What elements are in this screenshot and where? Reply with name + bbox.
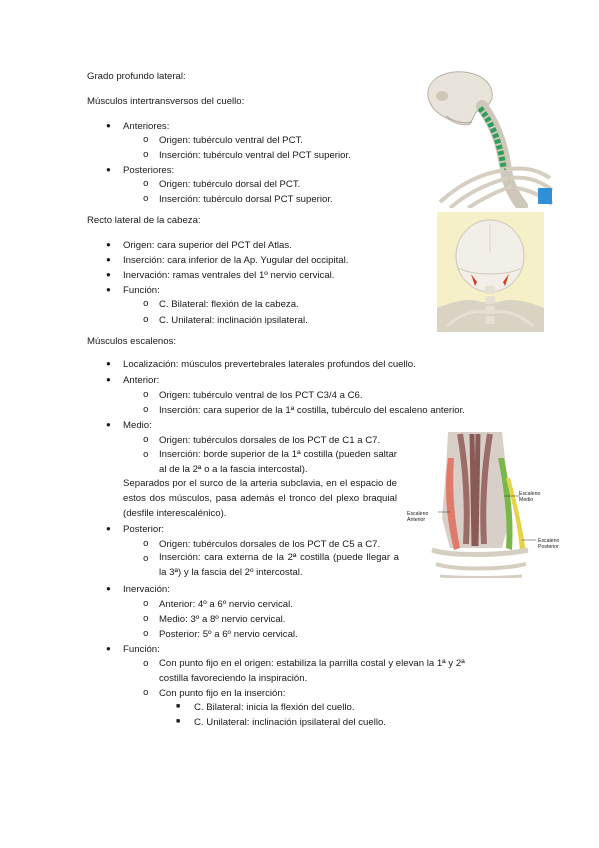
anteriores-origen: Origen: tubérculo ventral del PCT.	[159, 135, 303, 146]
inervacion-medio: Medio: 3º a 8º nervio cervical.	[159, 614, 286, 625]
bullet-marker: ●	[106, 420, 111, 429]
circle-marker: o	[143, 179, 149, 189]
inervacion-anterior: Anterior: 4º a 6º nervio cervical.	[159, 599, 293, 610]
recto-funcion: Función:	[123, 285, 160, 296]
circle-marker: o	[143, 194, 149, 204]
anteriores-label: Anteriores:	[123, 121, 170, 132]
medio-origen: Origen: tubérculos dorsales de los PCT d…	[159, 435, 381, 446]
medio-nota: Separados por el surco de la arteria sub…	[123, 478, 397, 519]
circle-marker: o	[143, 539, 149, 549]
bullet-marker: ●	[106, 270, 111, 279]
posteriores-insercion: Inserción: tubérculo dorsal PCT superior…	[159, 194, 333, 205]
bullet-marker: ●	[106, 240, 111, 249]
anterior-label: Anterior:	[123, 375, 160, 386]
figure-skull-posterior	[437, 212, 544, 332]
circle-marker: o	[143, 450, 149, 460]
funcion-unilateral: C. Unilateral: inclinación ipsilateral d…	[194, 717, 386, 728]
bullet-marker: ●	[106, 285, 111, 294]
circle-marker: o	[143, 135, 149, 145]
label-escaleno-posterior: Escaleno Posterior	[538, 538, 560, 550]
escalenos-title: Músculos escalenos:	[87, 336, 177, 347]
medio-label: Medio:	[123, 420, 152, 431]
section-heading: Grado profundo lateral:	[87, 71, 186, 82]
posteriores-origen: Origen: tubérculo dorsal del PCT.	[159, 179, 301, 190]
bullet-marker: ●	[106, 121, 111, 130]
circle-marker: o	[143, 435, 149, 445]
square-marker: ■	[176, 718, 181, 725]
recto-unilateral: C. Unilateral: inclinación ipsilateral.	[159, 315, 308, 326]
circle-marker: o	[143, 614, 149, 624]
posterior-insercion: Inserción: cara externa de la 2ª costill…	[159, 552, 399, 578]
circle-marker: o	[143, 688, 149, 698]
bullet-marker: ●	[106, 644, 111, 653]
logo-badge-icon	[538, 188, 552, 204]
bullet-marker: ●	[106, 359, 111, 368]
recto-title: Recto lateral de la cabeza:	[87, 215, 201, 226]
posterior-label: Posterior:	[123, 524, 165, 535]
circle-marker: o	[143, 390, 149, 400]
escalenos-localizacion: Localización: músculos prevertebrales la…	[123, 359, 416, 370]
circle-marker: o	[143, 599, 149, 609]
inervacion-posterior: Posterior: 5º a 6º nervio cervical.	[159, 629, 298, 640]
anteriores-insercion: Inserción: tubérculo ventral del PCT sup…	[159, 150, 351, 161]
circle-marker: o	[143, 405, 149, 415]
medio-insercion: Inserción: borde superior de la 1ª costi…	[159, 449, 397, 475]
label-escaleno-anterior: Escaleno Anterior	[407, 511, 429, 523]
funcion-insercion-label: Con punto fijo en la inserción:	[159, 688, 286, 699]
posteriores-label: Posteriores:	[123, 165, 175, 176]
bullet-marker: ●	[106, 375, 111, 384]
posterior-origen: Origen: tubérculos dorsales de los PCT d…	[159, 539, 381, 550]
recto-inervacion: Inervación: ramas ventrales del 1º nervi…	[123, 270, 335, 281]
circle-marker: o	[143, 659, 149, 669]
anterior-insercion: Inserción: cara superior de la 1ª costil…	[159, 405, 465, 416]
funcion-origen: Con punto fijo en el origen: estabiliza …	[159, 658, 465, 684]
intertransversos-title: Músculos intertransversos del cuello:	[87, 96, 245, 107]
circle-marker: o	[143, 315, 149, 325]
bullet-marker: ●	[106, 584, 111, 593]
bullet-marker: ●	[106, 255, 111, 264]
circle-marker: o	[143, 299, 149, 309]
funcion-label: Función:	[123, 644, 160, 655]
label-escaleno-medio: Escaleno Medio	[519, 491, 541, 503]
inervacion-label: Inervación:	[123, 584, 170, 595]
circle-marker: o	[143, 554, 149, 564]
bullet-marker: ●	[106, 524, 111, 533]
circle-marker: o	[143, 629, 149, 639]
recto-origen: Origen: cara superior del PCT del Atlas.	[123, 240, 292, 251]
circle-marker: o	[143, 150, 149, 160]
figure-neck-lateral	[420, 66, 556, 208]
anterior-origen: Origen: tubérculo ventral de los PCT C3/…	[159, 390, 363, 401]
figure-escalenos	[410, 428, 558, 578]
bullet-marker: ●	[106, 165, 111, 174]
recto-insercion: Inserción: cara inferior de la Ap. Yugul…	[123, 255, 349, 266]
funcion-bilateral: C. Bilateral: inicia la flexión del cuel…	[194, 702, 355, 713]
recto-bilateral: C. Bilateral: flexión de la cabeza.	[159, 299, 299, 310]
square-marker: ■	[176, 703, 181, 710]
